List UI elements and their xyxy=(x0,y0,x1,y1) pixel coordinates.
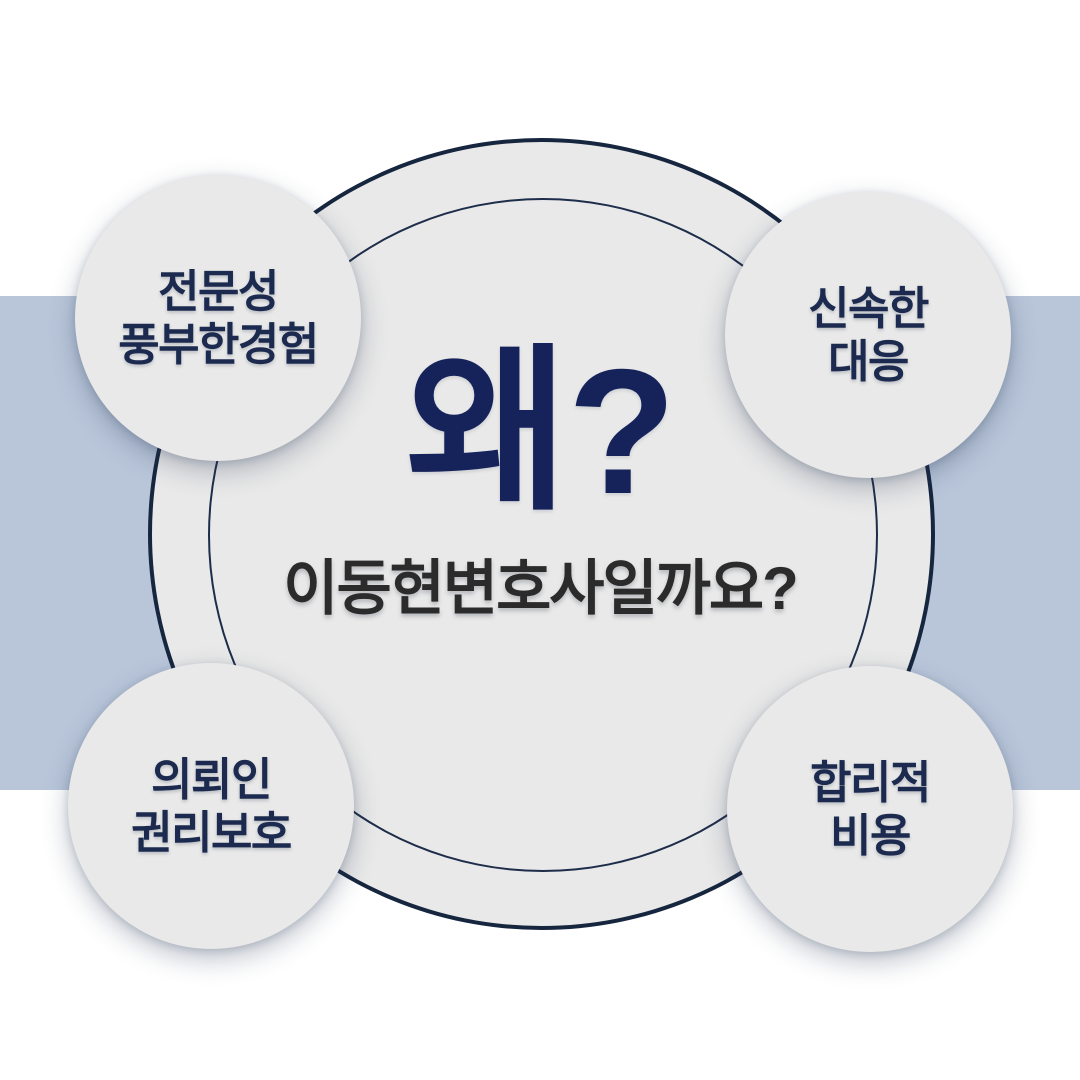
node-expertise[interactable]: 전문성 풍부한경험 xyxy=(75,175,361,461)
node-expertise-line1: 전문성 xyxy=(158,265,279,317)
inner-ring xyxy=(208,198,878,872)
node-reasonable-cost-line1: 합리적 xyxy=(810,756,931,808)
node-client-rights[interactable]: 의뢰인 권리보호 xyxy=(68,663,354,949)
node-client-rights-line2: 권리보호 xyxy=(131,807,292,858)
node-fast-response[interactable]: 신속한 대응 xyxy=(725,192,1011,478)
node-fast-response-line2: 대응 xyxy=(828,336,909,387)
node-reasonable-cost[interactable]: 합리적 비용 xyxy=(727,666,1013,952)
node-expertise-line2: 풍부한경험 xyxy=(118,319,319,370)
node-fast-response-line1: 신속한 xyxy=(808,282,929,334)
node-reasonable-cost-line2: 비용 xyxy=(830,810,911,861)
node-client-rights-line1: 의뢰인 xyxy=(151,753,272,805)
